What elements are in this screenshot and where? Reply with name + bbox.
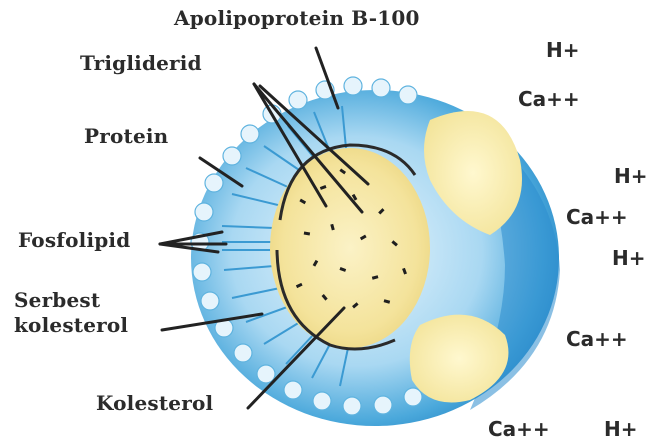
ion-ca-4: Ca++ xyxy=(488,419,550,439)
ion-ca-2: Ca++ xyxy=(566,207,628,227)
ion-h-1: H+ xyxy=(546,40,580,60)
label-protein: Protein xyxy=(84,126,168,147)
ion-h-4: H+ xyxy=(604,419,638,439)
label-trigliderid: Trigliderid xyxy=(80,53,202,74)
label-kolesterol: Kolesterol xyxy=(96,393,213,414)
label-fosfolipid: Fosfolipid xyxy=(18,230,130,251)
ion-h-2: H+ xyxy=(614,166,648,186)
label-serbest-kolesterol: Serbest kolesterol xyxy=(14,288,128,338)
ion-ca-3: Ca++ xyxy=(566,329,628,349)
ion-ca-1: Ca++ xyxy=(518,89,580,109)
ion-h-3: H+ xyxy=(612,248,646,268)
label-apolipoprotein: Apolipoprotein B-100 xyxy=(174,8,420,29)
